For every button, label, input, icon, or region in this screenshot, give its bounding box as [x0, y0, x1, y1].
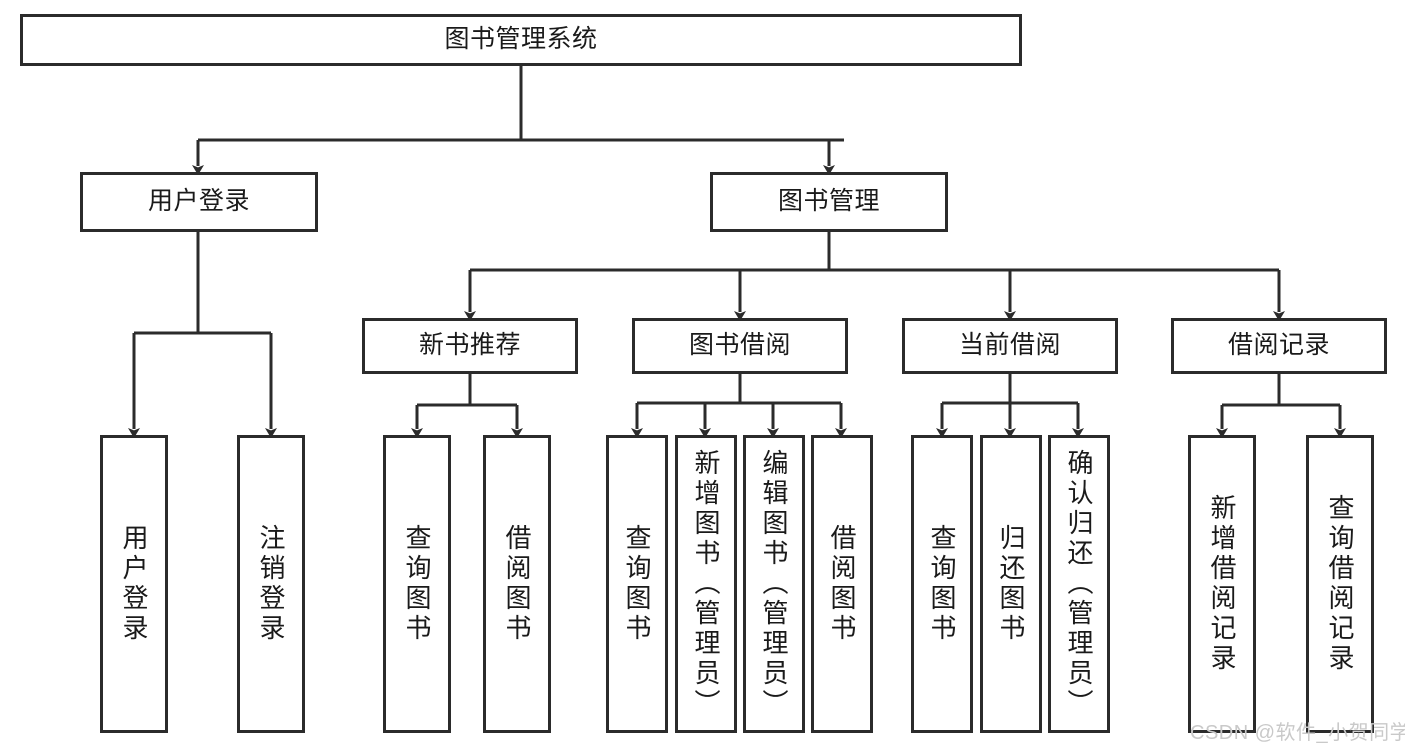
node-current-borrow-label: 当前借阅	[958, 331, 1061, 360]
node-root[interactable]: 图书管理系统	[20, 14, 1022, 66]
leaf-borrow-book-1[interactable]: 借阅图书	[483, 435, 551, 733]
node-current-borrow[interactable]: 当前借阅	[902, 318, 1118, 374]
node-new-book-recommend-label: 新书推荐	[418, 331, 521, 360]
leaf-query-book-1-label: 查询图书	[402, 524, 432, 644]
node-borrow-record-label: 借阅记录	[1227, 331, 1330, 360]
leaf-add-book[interactable]: 新增图书（管理员）	[675, 435, 737, 733]
node-book-manage-label: 图书管理	[777, 187, 880, 216]
leaf-query-book-3-label: 查询图书	[927, 524, 957, 644]
leaf-add-record-label: 新增借阅记录	[1207, 494, 1237, 674]
node-book-manage[interactable]: 图书管理	[710, 172, 948, 232]
leaf-user-logout[interactable]: 注销登录	[237, 435, 305, 733]
csdn-watermark: CSDN @软件_小贺同学	[1190, 722, 1405, 744]
node-borrow-record[interactable]: 借阅记录	[1171, 318, 1387, 374]
leaf-return-book[interactable]: 归还图书	[980, 435, 1042, 733]
leaf-user-logout-label: 注销登录	[256, 524, 286, 644]
leaf-borrow-book-1-label: 借阅图书	[502, 524, 532, 644]
leaf-user-login[interactable]: 用户登录	[100, 435, 168, 733]
leaf-add-record[interactable]: 新增借阅记录	[1188, 435, 1256, 733]
leaf-user-login-label: 用户登录	[119, 524, 149, 644]
leaf-confirm-return-label: 确认归还（管理员）	[1064, 449, 1094, 719]
leaf-query-record[interactable]: 查询借阅记录	[1306, 435, 1374, 733]
node-book-borrow[interactable]: 图书借阅	[632, 318, 848, 374]
leaf-query-book-2[interactable]: 查询图书	[606, 435, 668, 733]
node-book-borrow-label: 图书借阅	[688, 331, 791, 360]
leaf-return-book-label: 归还图书	[996, 524, 1026, 644]
node-new-book-recommend[interactable]: 新书推荐	[362, 318, 578, 374]
leaf-borrow-book-2-label: 借阅图书	[827, 524, 857, 644]
leaf-query-book-2-label: 查询图书	[622, 524, 652, 644]
node-user-login[interactable]: 用户登录	[80, 172, 318, 232]
node-root-label: 图书管理系统	[444, 25, 598, 54]
leaf-confirm-return[interactable]: 确认归还（管理员）	[1048, 435, 1110, 733]
leaf-edit-book[interactable]: 编辑图书（管理员）	[743, 435, 805, 733]
leaf-borrow-book-2[interactable]: 借阅图书	[811, 435, 873, 733]
leaf-query-book-3[interactable]: 查询图书	[911, 435, 973, 733]
leaf-query-record-label: 查询借阅记录	[1325, 494, 1355, 674]
leaf-query-book-1[interactable]: 查询图书	[383, 435, 451, 733]
node-user-login-label: 用户登录	[147, 187, 250, 216]
leaf-add-book-label: 新增图书（管理员）	[691, 449, 721, 719]
leaf-edit-book-label: 编辑图书（管理员）	[759, 449, 789, 719]
